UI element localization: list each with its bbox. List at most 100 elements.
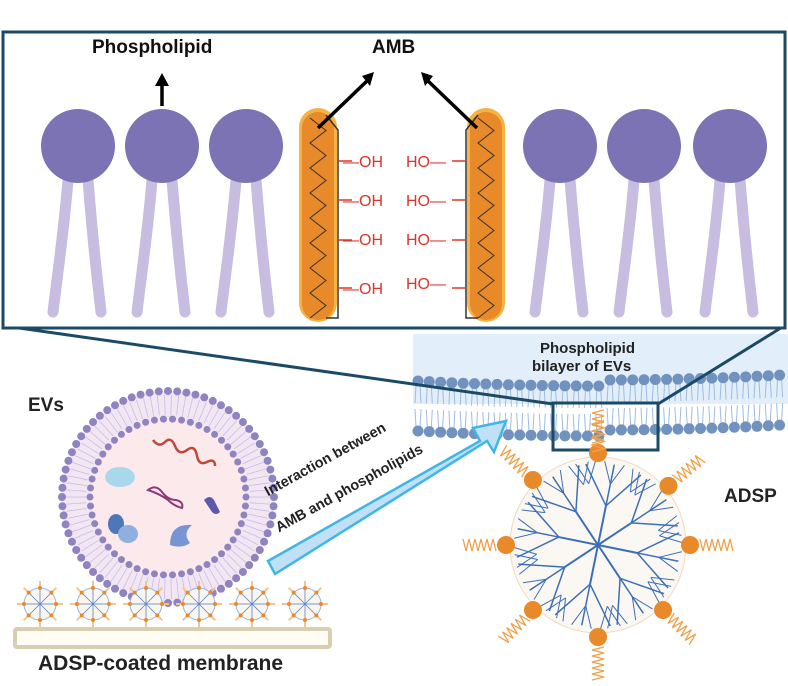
dendrimer-branch <box>605 474 642 507</box>
ev-inner-head <box>240 511 248 519</box>
dendrimer-branch <box>649 490 663 512</box>
peptide-helix <box>667 612 697 646</box>
dendrimer-branch <box>580 584 591 626</box>
ev-lipid-tail <box>170 578 172 599</box>
small-adsp-node <box>102 590 107 595</box>
bilayer-tail <box>645 407 648 426</box>
peptide-helix <box>462 538 497 552</box>
zoom-projection-line-right <box>657 324 785 406</box>
small-adsp-node <box>208 613 213 618</box>
amb-arrow-right <box>425 78 479 130</box>
amb-molecule <box>299 108 352 322</box>
bilayer-tail <box>600 389 603 409</box>
bilayer-head <box>502 379 514 391</box>
ev-lipid-tail <box>249 489 270 492</box>
ev-outer-head <box>111 401 119 410</box>
ev-inner-head <box>104 443 112 451</box>
ev-lipid-tail <box>77 448 96 459</box>
hydroxyl-right-3: HO— <box>406 232 446 249</box>
ev-outer-head <box>103 579 112 588</box>
small-adsp-node <box>132 590 137 595</box>
phospholipid-label: Phospholipid <box>92 37 213 58</box>
bilayer-tail <box>584 389 586 409</box>
ev-lipid-tail <box>72 524 92 533</box>
peptide-head <box>523 470 542 489</box>
ev-lipid-tail <box>218 561 232 578</box>
ev-lipid-tail <box>94 553 110 569</box>
ev-lipid-tail <box>72 461 92 470</box>
ev-outer-head <box>67 448 76 457</box>
bilayer-tail <box>719 405 722 424</box>
small-adsp-node <box>185 613 190 618</box>
ev-inner-head <box>224 543 232 551</box>
ev-inner-head <box>229 450 237 458</box>
bilayer-tail <box>724 381 727 400</box>
ev-inner-head <box>99 536 107 544</box>
ev-lipid-tail <box>240 448 259 459</box>
dendrimer-branch <box>529 566 566 591</box>
bilayer-tail <box>697 382 699 401</box>
ev-lipid-tail <box>240 535 259 546</box>
ev-inner-head <box>117 430 125 438</box>
ev-lipid-tail <box>149 396 155 417</box>
lipid-head <box>607 109 681 183</box>
bilayer-head <box>717 372 729 384</box>
dendrimer-branch <box>607 605 613 629</box>
bilayer-head <box>751 420 763 432</box>
dendrimer-branch <box>531 492 546 513</box>
ev-lipid-tail <box>89 549 106 563</box>
bilayer-tail <box>730 405 733 424</box>
dendrimer-branch <box>649 506 674 512</box>
dendrimer-branch <box>524 503 549 509</box>
small-adsp-node <box>266 602 270 606</box>
peptide-anchor <box>497 601 542 644</box>
dendrimer-branch <box>606 606 621 627</box>
small-adsp-node <box>160 602 164 606</box>
bilayer-tail <box>679 383 682 402</box>
ev-outer-head <box>58 483 67 492</box>
bilayer-tail <box>640 383 643 402</box>
ev-outer-head <box>64 529 73 538</box>
small-adsp-node <box>144 618 148 622</box>
bilayer-tail <box>532 389 535 408</box>
bilayer-tail <box>589 389 591 409</box>
bilayer-head <box>672 423 684 435</box>
small-adsp-node <box>185 590 190 595</box>
ev-outer-head <box>82 424 91 433</box>
rna-cargo <box>152 438 217 467</box>
ev-outer-head <box>111 584 119 593</box>
small-adsp-branch <box>145 603 157 615</box>
small-adsp-branch <box>135 593 147 605</box>
bilayer-tail <box>566 389 569 408</box>
ev-lipid-tail <box>198 572 207 592</box>
bilayer-head <box>627 424 639 436</box>
ev-lipid-tail <box>187 397 194 418</box>
peptide-head <box>654 601 673 620</box>
dendrimer-branch <box>518 559 539 575</box>
small-adsp-node <box>287 602 291 606</box>
small-adsp-branch <box>251 593 263 605</box>
lipid-tail <box>250 174 275 318</box>
bilayer-tail <box>471 411 473 430</box>
bilayer-tail <box>555 389 558 408</box>
bilayer-head <box>683 423 695 435</box>
ev-inner-head <box>237 466 245 474</box>
ev-inner-head <box>241 502 249 510</box>
bilayer-tail <box>735 405 738 424</box>
ev-inner-head <box>186 418 194 426</box>
peptide-anchor <box>659 455 706 495</box>
ev-outer-head <box>95 411 104 420</box>
dendrimer-branch <box>575 465 580 512</box>
dendrimer-branch <box>659 535 683 543</box>
bilayer-head <box>469 378 480 390</box>
ev-outer-head <box>89 418 98 427</box>
ev-lipid-tail <box>213 564 226 582</box>
small-adsp-node <box>22 602 26 606</box>
peptide-head <box>659 476 678 495</box>
dendrimer-branch <box>597 544 638 554</box>
dendrimer-branch <box>568 465 584 486</box>
ev-outer-head <box>266 465 275 474</box>
bilayer-tail <box>464 411 467 430</box>
lipid-tail <box>82 174 107 318</box>
